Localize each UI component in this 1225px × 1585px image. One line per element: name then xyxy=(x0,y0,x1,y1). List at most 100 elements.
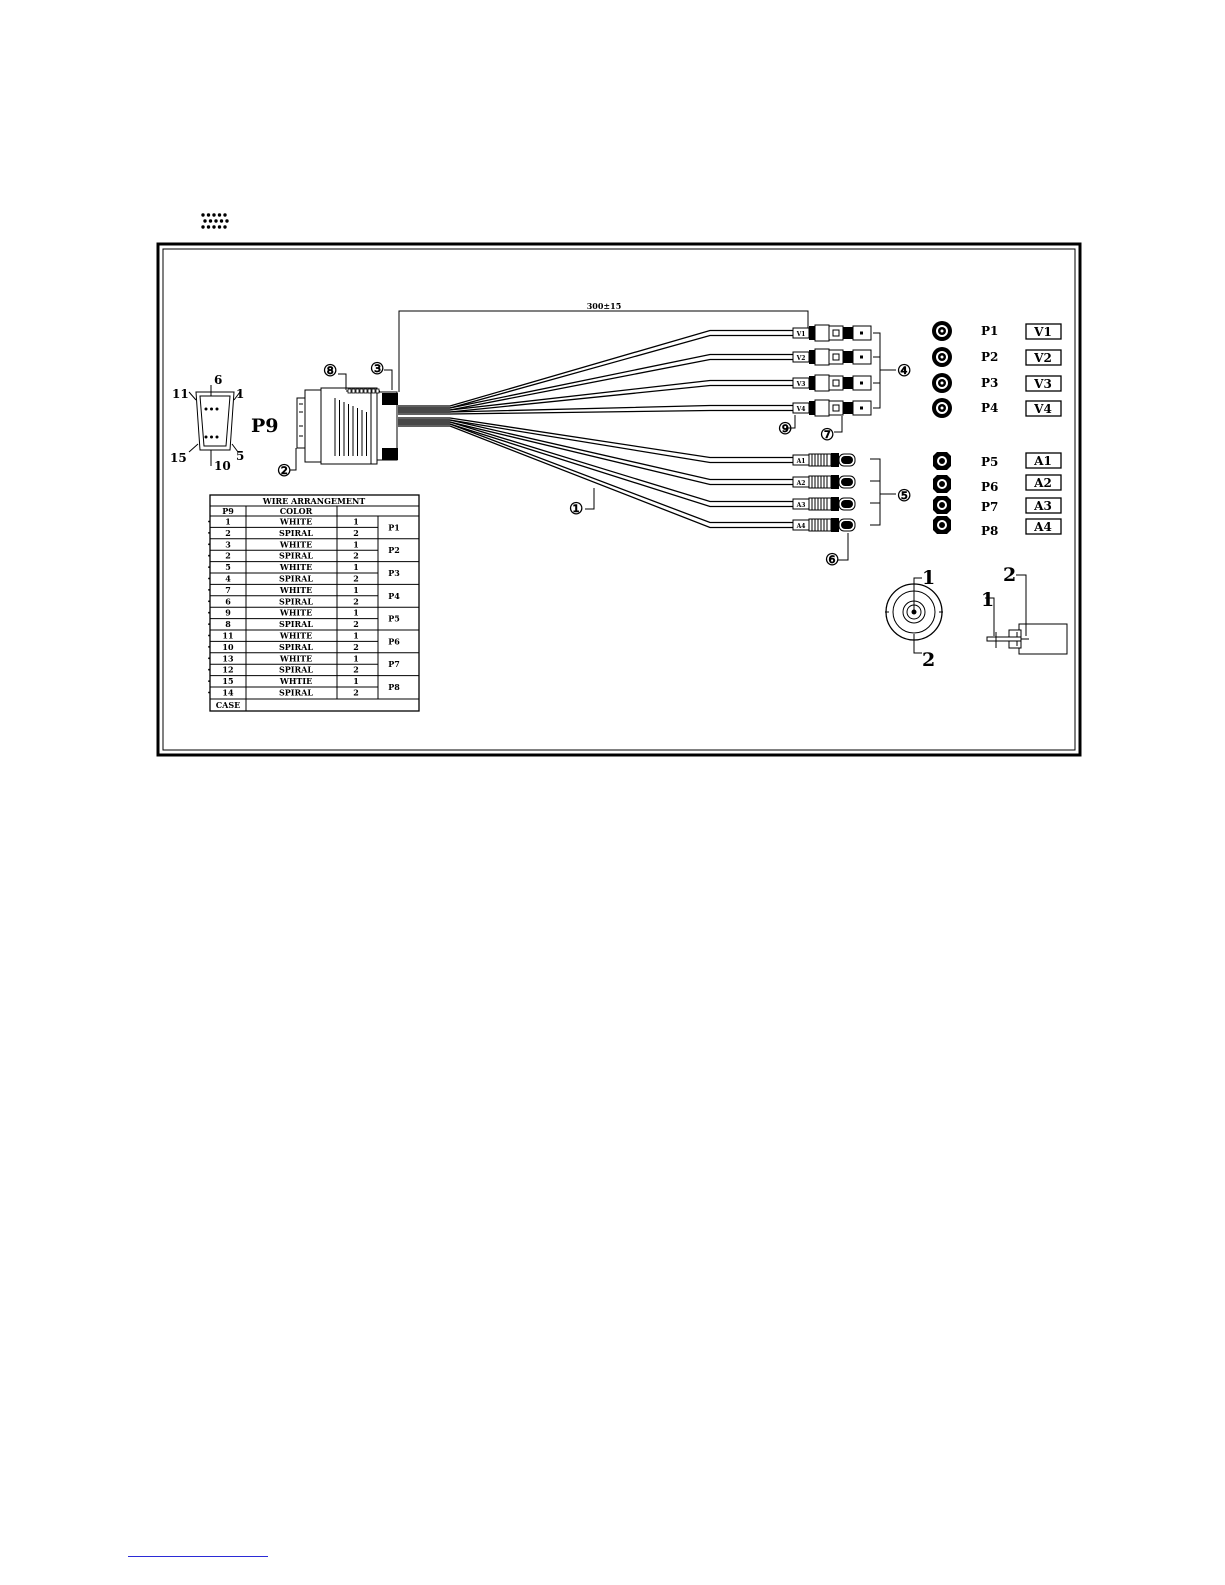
dimension-label: 300±15 xyxy=(587,301,622,311)
legend-row-p8: P8 A4 xyxy=(933,516,1062,538)
legend-port-label: P5 xyxy=(981,455,998,469)
audio-plug-a3: A3 xyxy=(792,497,856,511)
table-cell-color: WHITE xyxy=(279,653,312,663)
audio-plug-tag: A1 xyxy=(796,458,806,465)
db15-pin-dot xyxy=(225,219,229,223)
table-cell-wire: 1 xyxy=(353,517,359,527)
rca-pin-detail: 1 2 xyxy=(981,564,1068,655)
legend-port-label: P2 xyxy=(981,350,998,364)
video-plug-tag: V3 xyxy=(796,381,806,388)
db15-pin-dot xyxy=(212,225,216,229)
table-cell-group: P5 xyxy=(388,614,400,624)
db15-pin-dot xyxy=(206,213,211,217)
legend-port-label: P6 xyxy=(981,480,998,494)
cable-wire xyxy=(398,353,793,409)
callout-6: ⑥ xyxy=(825,550,839,569)
table-cell-pin: 2 xyxy=(225,528,231,538)
table-cell-pin: 3 xyxy=(225,539,231,549)
callout-7: ⑦ xyxy=(820,425,834,444)
cable-wire xyxy=(398,329,793,407)
table-cell-wire: 1 xyxy=(353,653,359,663)
table-cell-wire: 1 xyxy=(353,608,359,618)
legend-port-label: P4 xyxy=(981,401,998,415)
legend-row-p3: P3 V3 xyxy=(932,373,1062,393)
cable-wire xyxy=(398,421,793,503)
table-cell-wire: 1 xyxy=(353,539,359,549)
table-cell-pin: 7 xyxy=(225,585,231,595)
table-cell-color: SPIRAL xyxy=(279,574,313,584)
db15-pin-dot xyxy=(217,225,222,229)
db15-pin-dot xyxy=(217,213,222,217)
callout-9: ⑨ xyxy=(778,419,792,438)
table-tick xyxy=(208,589,210,591)
table-cell-color: WHITE xyxy=(279,539,312,549)
table-cell-wire: 2 xyxy=(353,528,359,538)
legend-signal-label: A2 xyxy=(1033,476,1052,490)
legend-port-label: P1 xyxy=(981,324,998,338)
db15-pin-dot xyxy=(214,219,218,223)
legend-port-label: P8 xyxy=(981,524,998,538)
table-cell-color: WHITE xyxy=(279,631,312,641)
callout-5: ⑤ xyxy=(897,486,911,505)
legend-signal-label: V2 xyxy=(1033,351,1052,365)
db15-pin-dot xyxy=(223,213,227,217)
table-cell-color: SPIRAL xyxy=(279,665,313,675)
table-cell-wire: 2 xyxy=(353,642,359,652)
audio-plug-a1: A1 xyxy=(792,453,856,467)
cable-wire xyxy=(398,425,793,529)
table-cell-pin: 12 xyxy=(222,665,233,675)
legend-audio: P5 A1 P6 A2 P7 A3 P8 A4 xyxy=(933,452,1062,538)
audio-plugs: A1 A2 A3 A4 xyxy=(792,453,856,532)
table-cell-wire: 1 xyxy=(353,562,359,572)
video-plug-tag: V1 xyxy=(796,331,806,338)
db15-pin-dot xyxy=(201,213,205,217)
cable-wire xyxy=(398,419,793,481)
table-tick xyxy=(208,566,210,568)
table-cell-pin: 5 xyxy=(225,562,231,572)
footer-rule xyxy=(128,1556,268,1557)
table-cell-pin: 4 xyxy=(225,574,231,584)
grip-dot xyxy=(355,388,360,394)
table-tick xyxy=(208,646,210,648)
dimension-line: 300±15 xyxy=(398,301,809,392)
table-cell-group: P6 xyxy=(388,636,400,646)
table-cell-pin: 11 xyxy=(222,631,233,641)
db15-pin-dot xyxy=(208,219,213,223)
bnc-pin-1: 1 xyxy=(922,567,935,589)
connector-ribs xyxy=(334,398,367,456)
table-cell-wire: 2 xyxy=(353,596,359,606)
legend-signal-label: V3 xyxy=(1033,377,1052,391)
video-plug-tag: V4 xyxy=(796,406,806,413)
table-tick xyxy=(208,657,210,660)
legend-row-p6: P6 A2 xyxy=(933,474,1062,494)
legend-signal-label: V4 xyxy=(1033,402,1052,416)
table-cell-pin: 10 xyxy=(222,642,234,652)
table-cell-pin: 1 xyxy=(225,517,231,527)
table-cell-color: WHITE xyxy=(279,585,312,595)
grip-dot xyxy=(363,388,368,394)
table-cell-wire: 2 xyxy=(353,665,359,675)
db15-name: P9 xyxy=(251,415,279,437)
db15-pin-dot xyxy=(212,213,216,217)
legend-port-label: P7 xyxy=(981,500,998,514)
cable-wire xyxy=(398,417,793,459)
db15-pin-dot xyxy=(206,225,211,229)
video-plug-tag: V2 xyxy=(796,355,806,362)
table-tick xyxy=(208,554,210,557)
table-cell-wire: 2 xyxy=(353,688,359,698)
grip-dots xyxy=(347,388,380,394)
video-plug-v4: V4 xyxy=(792,399,872,417)
table-cell-color: SPIRAL xyxy=(279,619,313,629)
cable-wire xyxy=(398,409,793,415)
table-cell-wire: 2 xyxy=(353,574,359,584)
grip-dot xyxy=(375,388,380,394)
db15-pin-dot xyxy=(204,435,208,439)
db15-pin-dot xyxy=(201,225,205,229)
table-tick xyxy=(208,623,210,625)
table-cell-color: WHTIE xyxy=(279,676,312,686)
cable-wires xyxy=(398,329,793,529)
cable-wire xyxy=(398,379,793,411)
grip-dot xyxy=(371,388,376,394)
